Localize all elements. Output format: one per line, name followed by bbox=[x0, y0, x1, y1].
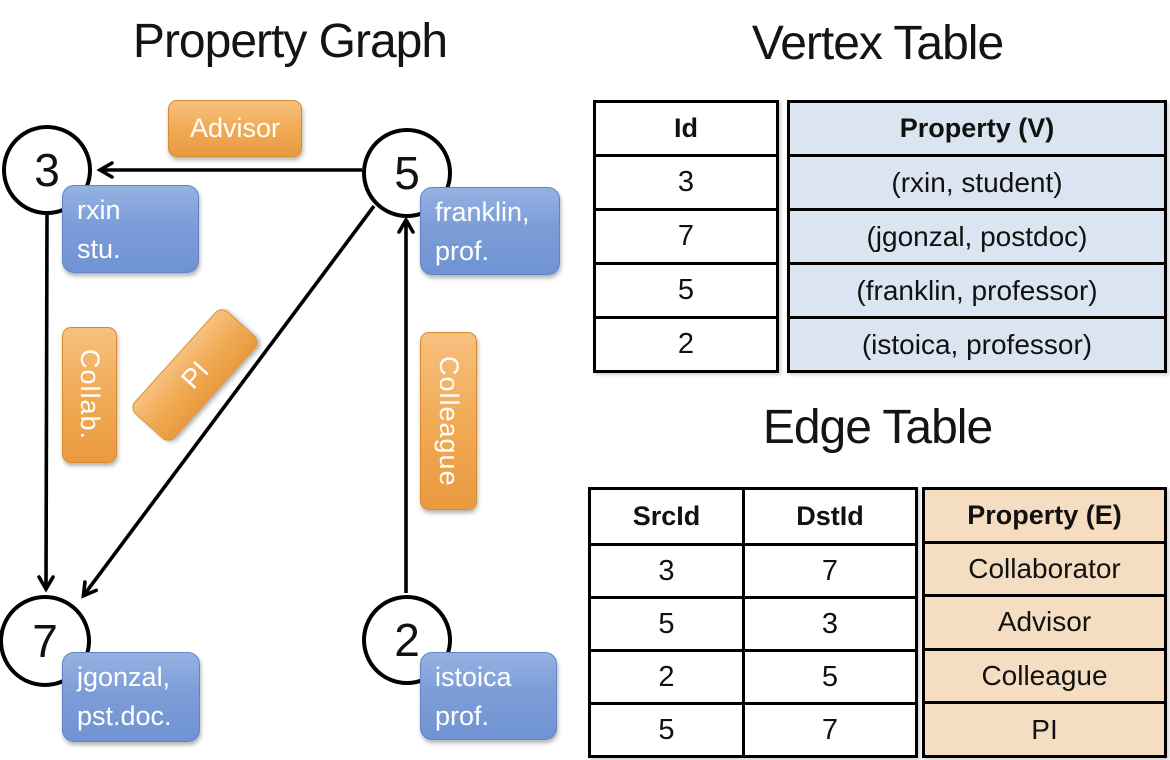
node-5-id: 5 bbox=[394, 147, 420, 199]
edge-5-to-7-line bbox=[81, 204, 376, 599]
vertex-table-property-cell: (istoica, professor) bbox=[790, 316, 1164, 370]
node-2: 2 bbox=[362, 595, 452, 685]
vertex-table-property-cell: (jgonzal, postdoc) bbox=[790, 208, 1164, 262]
edge-table-dstid-cell: 5 bbox=[742, 649, 915, 702]
vertex-table-id-cell: 2 bbox=[596, 316, 776, 370]
edge-badge-collab-label: Collab. bbox=[75, 349, 105, 441]
edge-badge-colleague: Colleague bbox=[420, 332, 477, 510]
edge-table-header-dstid: DstId bbox=[742, 490, 915, 543]
edge-table-srcid-cell: 5 bbox=[591, 702, 742, 755]
edge-table-srcid-cell: 2 bbox=[591, 649, 742, 702]
vertex-prop-line: franklin, bbox=[435, 197, 530, 227]
edge-table-property-cell: Colleague bbox=[925, 647, 1164, 702]
vertex-table-id-cell: 7 bbox=[596, 208, 776, 262]
edge-table-srcid-cell: 3 bbox=[591, 543, 742, 596]
edge-badge-advisor: Advisor bbox=[168, 100, 302, 157]
graph-edges bbox=[37, 161, 415, 599]
node-5: 5 bbox=[362, 128, 452, 218]
edge-badge-colleague-label: Colleague bbox=[434, 355, 464, 487]
edge-badge-pi-label: PI bbox=[174, 355, 215, 395]
edge-table-property-cell: Advisor bbox=[925, 594, 1164, 648]
edge-table-property-cell: Collaborator bbox=[925, 540, 1164, 595]
vertex-property-box-jgonzal: jgonzal, pst.doc. bbox=[62, 652, 200, 742]
edge-table-dstid-cell: 7 bbox=[742, 702, 915, 755]
vertex-table-id-cell: 3 bbox=[596, 154, 776, 208]
vertex-prop-line: pst.doc. bbox=[77, 701, 172, 731]
edge-table-dstid-cell: 3 bbox=[742, 596, 915, 649]
property-graph-title: Property Graph bbox=[132, 15, 448, 68]
edge-table-header-property: Property (E) bbox=[967, 499, 1122, 530]
edge-table-title: Edge Table bbox=[762, 401, 993, 454]
edge-badge-collab: Collab. bbox=[62, 327, 117, 463]
edge-table-srcid-cell: 5 bbox=[591, 596, 742, 649]
edge-badge-advisor-label: Advisor bbox=[189, 113, 281, 143]
edge-table-property-column: Property (E) Collaborator Advisor Collea… bbox=[922, 487, 1167, 758]
vertex-table-header-property: Property (V) bbox=[899, 113, 1055, 143]
vertex-table-id-column: Id 3 7 5 2 bbox=[593, 100, 779, 373]
vertex-prop-line: istoica bbox=[435, 662, 512, 692]
edge-table-property-cell: PI bbox=[925, 701, 1164, 755]
vertex-property-box-rxin: rxin stu. bbox=[62, 185, 199, 273]
edge-3-to-7-line bbox=[37, 214, 55, 593]
node-7-id: 7 bbox=[32, 615, 58, 667]
vertex-property-box-istoica: istoica prof. bbox=[420, 652, 557, 740]
edge-table-id-columns: SrcId DstId 3 7 5 3 2 5 5 7 bbox=[588, 487, 918, 758]
vertex-prop-line: prof. bbox=[435, 236, 490, 266]
vertex-table-id-cell: 5 bbox=[596, 262, 776, 316]
vertex-prop-line: prof. bbox=[435, 701, 490, 731]
node-2-id: 2 bbox=[394, 614, 420, 666]
vertex-table-property-column: Property (V) (rxin, student) (jgonzal, p… bbox=[787, 100, 1167, 373]
vertex-prop-line: rxin bbox=[77, 195, 121, 225]
vertex-prop-line: stu. bbox=[77, 234, 121, 264]
vertex-table-title: Vertex Table bbox=[751, 17, 1004, 70]
vertex-table-property-cell: (rxin, student) bbox=[790, 154, 1164, 208]
vertex-table-header-id: Id bbox=[674, 113, 698, 143]
vertex-table-property-cell: (franklin, professor) bbox=[790, 262, 1164, 316]
vertex-prop-line: jgonzal, bbox=[77, 662, 171, 692]
vertex-property-box-franklin: franklin, prof. bbox=[420, 187, 560, 275]
edge-table-dstid-cell: 7 bbox=[742, 543, 915, 596]
edge-table-header-srcid: SrcId bbox=[632, 501, 701, 531]
node-3-id: 3 bbox=[34, 144, 60, 196]
